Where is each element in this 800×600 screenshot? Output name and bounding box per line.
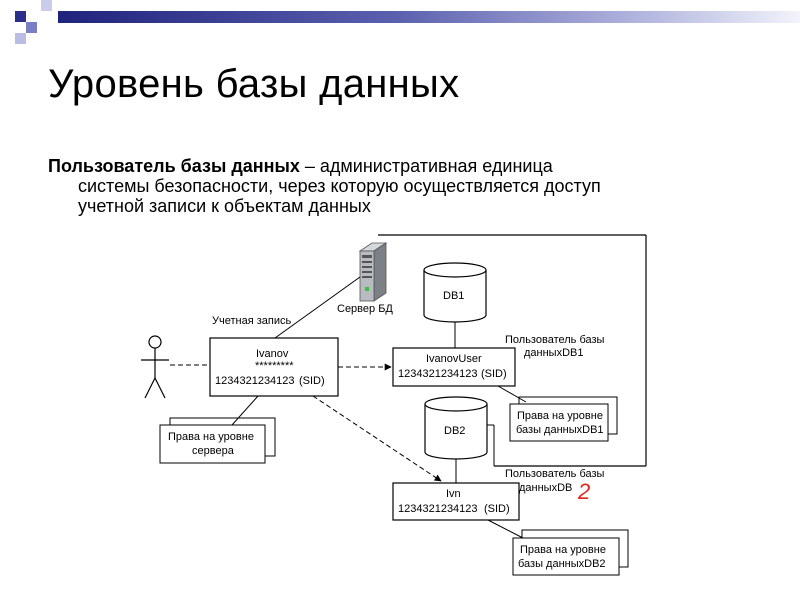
slide-title: Уровень базы данных — [48, 62, 460, 106]
definition-line3: учетной записи к объектам данных — [78, 196, 371, 216]
definition-text: Пользователь базы данных – административ… — [48, 156, 748, 216]
login-box — [209, 337, 339, 397]
definition-line1: – административная единица — [299, 156, 553, 176]
database-db2-icon — [424, 396, 488, 460]
db2-user-caption-line2: данныхDB — [519, 482, 572, 494]
decor-square — [15, 11, 26, 22]
db1-user-caption-line2: данныхDB1 — [524, 347, 584, 359]
database-db1-icon — [423, 262, 487, 323]
db2-rights-line1: Права на уровне — [520, 544, 606, 556]
db1-rights-line2: базы данныхDB1 — [516, 424, 604, 436]
db2-label: DB2 — [444, 425, 465, 437]
connectors — [170, 276, 527, 539]
db2-user-sid-suffix: (SID) — [484, 503, 510, 515]
decor-square — [15, 33, 26, 44]
db2-rights-stack — [512, 529, 629, 576]
server-icon — [358, 242, 388, 302]
login-sid-suffix: (SID) — [299, 375, 325, 387]
db1-rights-line1: Права на уровне — [517, 410, 603, 422]
decor-square — [26, 22, 37, 33]
db1-user-name: IvanovUser — [426, 353, 482, 365]
db2-rights-line2: базы данныхDB2 — [518, 558, 606, 570]
handwritten-mark: 2 — [577, 479, 590, 504]
definition-term: Пользователь базы данных — [48, 156, 300, 176]
server-rights-line2: сервера — [192, 445, 235, 457]
db1-user-caption-line1: Пользователь базы — [505, 334, 605, 346]
db1-user-sid: 1234321234123 — [398, 368, 478, 380]
header-gradient-bar — [58, 11, 800, 23]
login-sid: 1234321234123 — [215, 375, 295, 387]
login-name: Ivanov — [256, 348, 289, 360]
user-icon — [141, 335, 169, 399]
server-rights-line1: Права на уровне — [168, 431, 254, 443]
db2-user-caption-line1: Пользователь базы — [505, 468, 605, 480]
definition-line2: системы безопасности, через которую осущ… — [78, 176, 601, 196]
server-boundary — [378, 234, 647, 467]
db2-user-name: Ivn — [446, 488, 461, 500]
login-caption: Учетная запись — [212, 315, 291, 327]
db1-user-sid-suffix: (SID) — [481, 368, 507, 380]
db2-user-box — [392, 482, 520, 521]
db1-rights-stack — [509, 396, 618, 442]
db2-user-sid: 1234321234123 — [398, 503, 478, 515]
server-label: Сервер БД — [337, 303, 393, 315]
db1-user-box — [392, 347, 516, 387]
login-password: ********* — [255, 360, 294, 372]
db1-label: DB1 — [443, 290, 464, 302]
decor-square — [41, 0, 52, 11]
server-rights-stack — [159, 417, 276, 464]
